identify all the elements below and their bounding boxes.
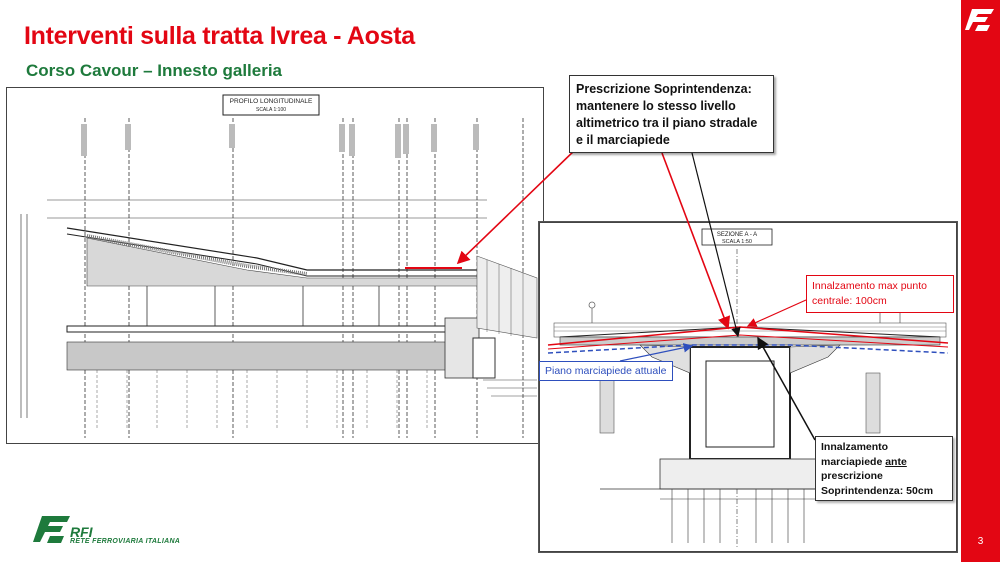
sidewalk-raise-ante: ante bbox=[885, 455, 907, 468]
sidewalk-raise-callout: Innalzamento marciapiede ante prescrizio… bbox=[815, 436, 953, 501]
rfi-logo-fullname: RETE FERROVIARIA ITALIANA bbox=[70, 538, 181, 545]
brand-side-bar bbox=[961, 0, 1000, 562]
section-heading: SEZIONE A - A bbox=[717, 232, 757, 238]
soprintendenza-prescription-callout: Prescrizione Soprintendenza: mantenere l… bbox=[569, 75, 774, 153]
slide-title: Interventi sulla tratta Ivrea - Aosta bbox=[24, 22, 415, 50]
sidewalk-raise-suffix: prescrizione Soprintendenza: 50cm bbox=[821, 470, 934, 497]
slide-subtitle: Corso Cavour – Innesto galleria bbox=[26, 61, 283, 80]
cross-section-drawing: SEZIONE A - A SCALA 1:50 bbox=[539, 222, 957, 552]
rfi-logo-icon bbox=[33, 516, 70, 543]
fs-logo-icon bbox=[965, 9, 994, 31]
longitudinal-profile-drawing: PROFILO LONGITUDINALE SCALA 1:100 bbox=[6, 87, 544, 444]
sidewalk-raise-prefix: Innalzamento marciapiede bbox=[821, 441, 889, 468]
profile-scale: SCALA 1:100 bbox=[256, 107, 286, 113]
rfi-logo-name: RFI bbox=[70, 524, 93, 540]
current-sidewalk-level-callout: Piano marciapiede attuale bbox=[539, 361, 673, 381]
profile-heading: PROFILO LONGITUDINALE bbox=[230, 98, 313, 105]
max-raise-callout: Innalzamento max punto centrale: 100cm bbox=[806, 275, 954, 313]
page-number: 3 bbox=[977, 536, 984, 547]
section-scale: SCALA 1:50 bbox=[722, 239, 752, 245]
